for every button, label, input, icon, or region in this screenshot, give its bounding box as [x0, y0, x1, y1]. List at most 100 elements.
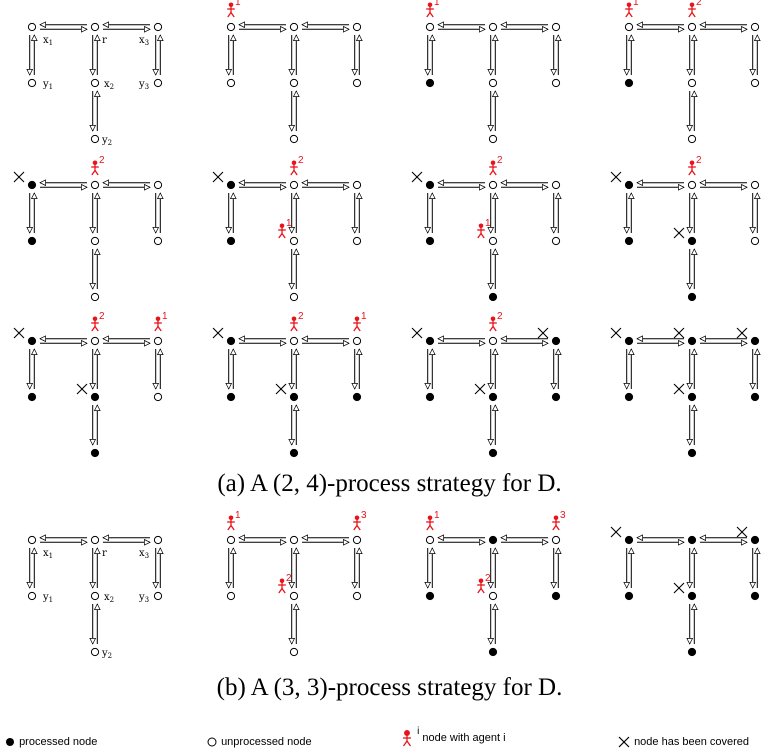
processed-node — [624, 78, 634, 88]
unprocessed-node — [352, 336, 362, 346]
unprocessed-node — [289, 180, 299, 190]
agent-number: 2 — [99, 311, 105, 322]
legend-covered: node has been covered — [617, 736, 749, 748]
processed-node — [624, 336, 634, 346]
processed-node — [27, 236, 37, 246]
node-label-x2: x2 — [104, 79, 114, 91]
covered-cross-icon — [13, 171, 25, 183]
processed-node — [624, 180, 634, 190]
unprocessed-node — [90, 591, 100, 601]
processed-node — [750, 535, 760, 545]
processed-node — [90, 448, 100, 458]
agent-icon: 2 — [91, 155, 105, 176]
processed-node — [750, 392, 760, 402]
node-label-y3: y3 — [138, 79, 149, 91]
agent-icon: 2 — [477, 573, 491, 594]
covered-cross-icon — [13, 327, 25, 339]
processed-node — [226, 180, 236, 190]
processed-node — [624, 236, 634, 246]
processed-node — [750, 336, 760, 346]
panel-7: 2 — [610, 155, 760, 302]
agent-icon: 1 — [477, 218, 491, 239]
legend-unprocessed-label: unprocessed node — [221, 736, 312, 748]
unprocessed-node — [352, 236, 362, 246]
unprocessed-node — [425, 535, 435, 545]
unprocessed-node — [90, 336, 100, 346]
covered-cross-icon — [411, 171, 423, 183]
processed-node — [488, 535, 498, 545]
processed-node — [488, 647, 498, 657]
agent-number: 2 — [298, 155, 304, 166]
processed-node — [551, 392, 561, 402]
processed-node — [624, 392, 634, 402]
unprocessed-node — [687, 134, 697, 144]
panel-1: 1 — [227, 0, 360, 144]
unprocessed-node — [687, 22, 697, 32]
processed-node — [289, 392, 299, 402]
covered-cross-icon — [411, 327, 423, 339]
processed-node — [27, 392, 37, 402]
processed-node — [226, 236, 236, 246]
processed-node — [687, 392, 697, 402]
processed-node — [27, 336, 37, 346]
node-label-x2: x2 — [104, 592, 114, 604]
legend-agent-superscript: i — [417, 725, 420, 737]
node-label-y3: y3 — [138, 592, 149, 604]
unprocessed-node — [551, 22, 561, 32]
processed-node — [226, 392, 236, 402]
covered-cross-icon — [610, 327, 622, 339]
node-label-y1: y1 — [42, 592, 53, 604]
processed-node — [425, 236, 435, 246]
unprocessed-node — [551, 180, 561, 190]
agent-number: 3 — [560, 510, 566, 521]
agent-icon: 2 — [290, 155, 304, 176]
unprocessed-node — [750, 180, 760, 190]
processed-node — [687, 591, 697, 601]
agent-number: 1 — [434, 510, 440, 521]
agent-icon: 1 — [154, 311, 168, 332]
covered-cross-icon — [673, 327, 685, 339]
processed-node — [90, 392, 100, 402]
covered-cross-icon — [76, 383, 88, 395]
unprocessed-node — [289, 591, 299, 601]
agent-icon: 2 — [688, 155, 702, 176]
agent-icon: 1 — [227, 0, 241, 18]
unprocessed-node — [750, 22, 760, 32]
unprocessed-node — [153, 336, 163, 346]
agent-number: 2 — [298, 311, 304, 322]
covered-cross-icon — [610, 526, 622, 538]
unprocessed-node — [90, 647, 100, 657]
node-label-x1: x1 — [43, 35, 53, 47]
unprocessed-node — [226, 535, 236, 545]
processed-node — [488, 292, 498, 302]
unprocessed-node — [687, 78, 697, 88]
agent-icon: 2 — [278, 573, 292, 594]
agent-icon: 2 — [489, 155, 503, 176]
unprocessed-node — [27, 22, 37, 32]
processed-node — [750, 591, 760, 601]
unprocessed-node — [750, 236, 760, 246]
agent-icon: 2 — [91, 311, 105, 332]
unprocessed-node — [226, 591, 236, 601]
processed-node — [687, 647, 697, 657]
unprocessed-node — [551, 236, 561, 246]
agent-number: 2 — [485, 573, 491, 584]
legend-processed: processed node — [4, 736, 97, 748]
covered-cross-icon — [537, 327, 549, 339]
legend-agent: i node with agent i — [400, 725, 506, 750]
agent-number: 2 — [696, 0, 702, 8]
unprocessed-node — [27, 591, 37, 601]
panel-5: 21 — [212, 155, 362, 302]
processed-node — [425, 591, 435, 601]
unprocessed-node — [153, 22, 163, 32]
agent-icon: 2 — [688, 0, 702, 18]
unprocessed-node — [90, 236, 100, 246]
caption-a: (a) A (2, 4)-process strategy for D. — [217, 470, 562, 497]
agent-icon: 1 — [227, 510, 241, 531]
